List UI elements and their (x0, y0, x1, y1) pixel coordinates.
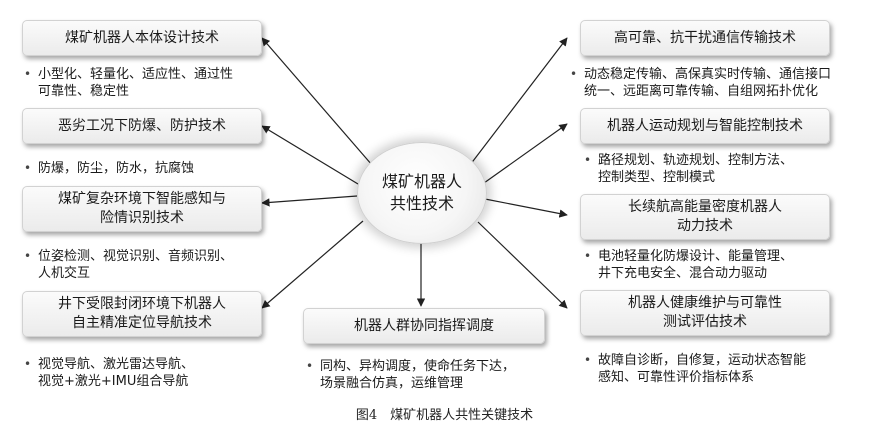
arrow-to-perception (261, 195, 358, 207)
desc-line: 小型化、轻量化、适应性、通过性 (38, 67, 234, 82)
desc-line: 感知、可靠性评价指标体系 (598, 370, 755, 385)
node-navigation: 井下受限封闭环境下机器人 自主精准定位导航技术 (22, 291, 262, 337)
desc-explosion-proof: • 防爆，防尘，防水，抗腐蚀 (24, 160, 195, 177)
node-body-design: 煤矿机器人本体设计技术 (22, 20, 262, 56)
arrow-to-navigation (261, 220, 364, 309)
desc-line: 防爆，防尘，防水，抗腐蚀 (38, 161, 195, 176)
desc-communication: • 动态稳定传输、高保真实时传输、通信接口 统一、远距离可靠传输、自组网拓扑优化 (570, 66, 832, 100)
bullet-icon: • (24, 161, 32, 175)
center-line-2: 共性技术 (389, 194, 454, 213)
node-title-line: 高可靠、抗干扰通信传输技术 (614, 29, 796, 46)
node-title-line: 自主精准定位导航技术 (72, 315, 212, 331)
desc-dispatch: • 同构、异构调度，使命任务下达， 场景融合仿真，运维管理 (306, 358, 516, 392)
node-health: 机器人健康维护与可靠性 测试评估技术 (580, 290, 830, 336)
desc-navigation: • 视觉导航、激光雷达导航、 视觉+激光+IMU组合导航 (24, 356, 195, 390)
desc-line: 井下充电安全、混合动力驱动 (598, 266, 768, 281)
node-title-line: 煤矿机器人本体设计技术 (65, 29, 219, 46)
desc-body-design: • 小型化、轻量化、适应性、通过性 可靠性、稳定性 (24, 66, 234, 100)
desc-line: 路径规划、轨迹规划、控制方法、 (598, 153, 794, 168)
bullet-icon: • (24, 67, 32, 81)
desc-line: 同构、异构调度，使命任务下达， (320, 359, 516, 374)
bullet-icon: • (584, 249, 592, 263)
desc-health: • 故障自诊断，自修复，运动状态智能 感知、可靠性评价指标体系 (584, 352, 807, 386)
arrow-to-motion-control (483, 123, 568, 184)
desc-line: 视觉导航、激光雷达导航、 (38, 357, 195, 372)
node-dispatch: 机器人群协同指挥调度 (303, 308, 545, 344)
desc-line: 控制类型、控制模式 (598, 170, 716, 185)
desc-line: 位姿检测、视觉识别、音频识别、 (38, 249, 234, 264)
node-title-line: 险情识别技术 (100, 210, 184, 226)
node-title-line: 恶劣工况下防爆、防护技术 (58, 117, 226, 134)
figure-caption: 图4 煤矿机器人共性关键技术 (355, 408, 534, 423)
desc-line: 统一、远距离可靠传输、自组网拓扑优化 (584, 84, 819, 99)
node-explosion-proof: 恶劣工况下防爆、防护技术 (22, 108, 262, 144)
node-motion-control: 机器人运动规划与智能控制技术 (580, 108, 830, 144)
bullet-icon: • (584, 353, 592, 367)
desc-motion-control: • 路径规划、轨迹规划、控制方法、 控制类型、控制模式 (584, 152, 794, 186)
bullet-icon: • (570, 67, 578, 81)
desc-line: 故障自诊断，自修复，运动状态智能 (598, 353, 807, 368)
desc-perception: • 位姿检测、视觉识别、音频识别、 人机交互 (24, 248, 234, 282)
node-title-line: 机器人健康维护与可靠性 (628, 295, 782, 311)
node-title-line: 机器人群协同指挥调度 (354, 317, 494, 334)
node-title-line: 煤矿复杂环境下智能感知与 (58, 191, 226, 207)
desc-line: 电池轻量化防爆设计、能量管理、 (598, 249, 794, 264)
bullet-icon: • (24, 357, 32, 371)
node-power: 长续航高能量密度机器人 动力技术 (580, 194, 830, 240)
arrow-to-explosion-proof (261, 125, 359, 185)
bullet-icon: • (584, 153, 592, 167)
arrow-to-health (477, 221, 568, 309)
node-title-line: 长续航高能量密度机器人 (628, 199, 782, 215)
desc-line: 场景融合仿真，运维管理 (320, 376, 464, 391)
arrow-to-power (484, 198, 568, 218)
node-title-line: 井下受限封闭环境下机器人 (58, 296, 226, 312)
desc-line: 人机交互 (38, 266, 91, 281)
desc-power: • 电池轻量化防爆设计、能量管理、 井下充电安全、混合动力驱动 (584, 248, 794, 282)
node-title-line: 机器人运动规划与智能控制技术 (607, 117, 803, 134)
center-line-1: 煤矿机器人 (381, 172, 462, 191)
center-node: 煤矿机器人 共性技术 (357, 142, 487, 244)
desc-line: 可靠性、稳定性 (38, 84, 130, 99)
node-communication: 高可靠、抗干扰通信传输技术 (580, 20, 830, 56)
node-title-line: 动力技术 (677, 218, 733, 234)
node-perception: 煤矿复杂环境下智能感知与 险情识别技术 (22, 186, 262, 232)
bullet-icon: • (306, 359, 314, 373)
desc-line: 视觉+激光+IMU组合导航 (38, 374, 189, 389)
arrow-to-body-design (261, 37, 373, 166)
arrow-to-communication (469, 37, 568, 166)
desc-line: 动态稳定传输、高保真实时传输、通信接口 (584, 67, 832, 82)
node-title-line: 测试评估技术 (663, 314, 747, 330)
bullet-icon: • (24, 249, 32, 263)
